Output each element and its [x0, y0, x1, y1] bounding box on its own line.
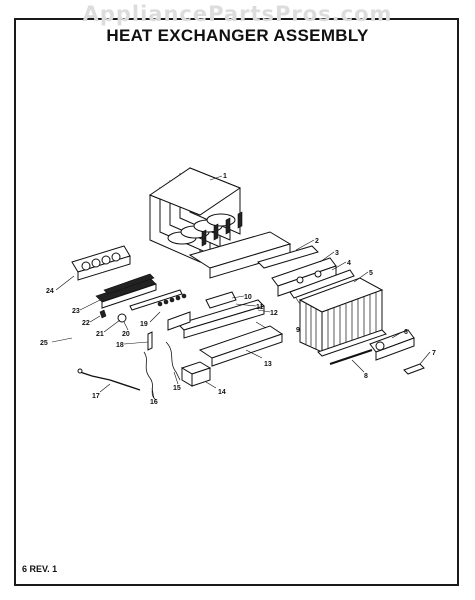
burner-assembly-part: [95, 273, 157, 309]
callout-19: 19: [140, 321, 148, 328]
callout-7: 7: [432, 350, 436, 357]
callout-23: 23: [72, 308, 80, 315]
callout-18: 18: [116, 342, 124, 349]
channel-part: [198, 325, 284, 367]
manifold-part: [129, 289, 187, 311]
callout-25: 25: [40, 340, 48, 347]
clip-part: [403, 363, 425, 375]
thermocouple-part: [143, 351, 157, 401]
callout-12: 12: [270, 310, 278, 317]
callout-2: 2: [315, 238, 319, 245]
collector-box-part: [257, 245, 355, 299]
callout-16: 16: [150, 399, 158, 406]
rod-part: [329, 349, 373, 365]
gas-valve-part: [180, 361, 212, 387]
leader-lines: [51, 175, 431, 399]
bracket-part: [369, 329, 415, 361]
watermark: AppliancePartsPros.com: [82, 2, 393, 26]
callout-21: 21: [96, 331, 104, 338]
callout-6: 6: [404, 329, 408, 336]
callout-20: 20: [122, 331, 130, 338]
wire-terminal: [77, 368, 83, 374]
callout-8: 8: [364, 373, 368, 380]
callout-24: 24: [46, 288, 54, 295]
callout-labels: 1 2 3 4 5 6 7 8 9 10 11 12 13 14 15 16 1…: [40, 173, 436, 406]
secondary-coil-part: [298, 277, 387, 357]
heat-exchanger-part: [148, 167, 292, 279]
burner-face-plate-part: [71, 245, 131, 281]
revision-note: 6 REV. 1: [22, 564, 58, 574]
page-title: HEAT EXCHANGER ASSEMBLY: [106, 26, 369, 45]
diagram-frame: [14, 18, 459, 586]
callout-11: 11: [256, 304, 264, 311]
callout-22: 22: [82, 320, 90, 327]
callout-3: 3: [335, 250, 339, 257]
callout-13: 13: [264, 361, 272, 368]
callout-9: 9: [296, 327, 300, 334]
callout-17: 17: [92, 393, 100, 400]
callout-4: 4: [347, 260, 351, 267]
callout-15: 15: [173, 385, 181, 392]
callout-14: 14: [218, 389, 226, 396]
wire-part: [79, 371, 141, 391]
sensor-bracket-part: [147, 331, 153, 351]
callout-1: 1: [223, 173, 227, 180]
burner-box-part: [167, 291, 265, 339]
callout-5: 5: [369, 270, 373, 277]
flame-sensor-part: [165, 341, 181, 381]
screw-part: [99, 309, 107, 319]
callout-10: 10: [244, 294, 252, 301]
